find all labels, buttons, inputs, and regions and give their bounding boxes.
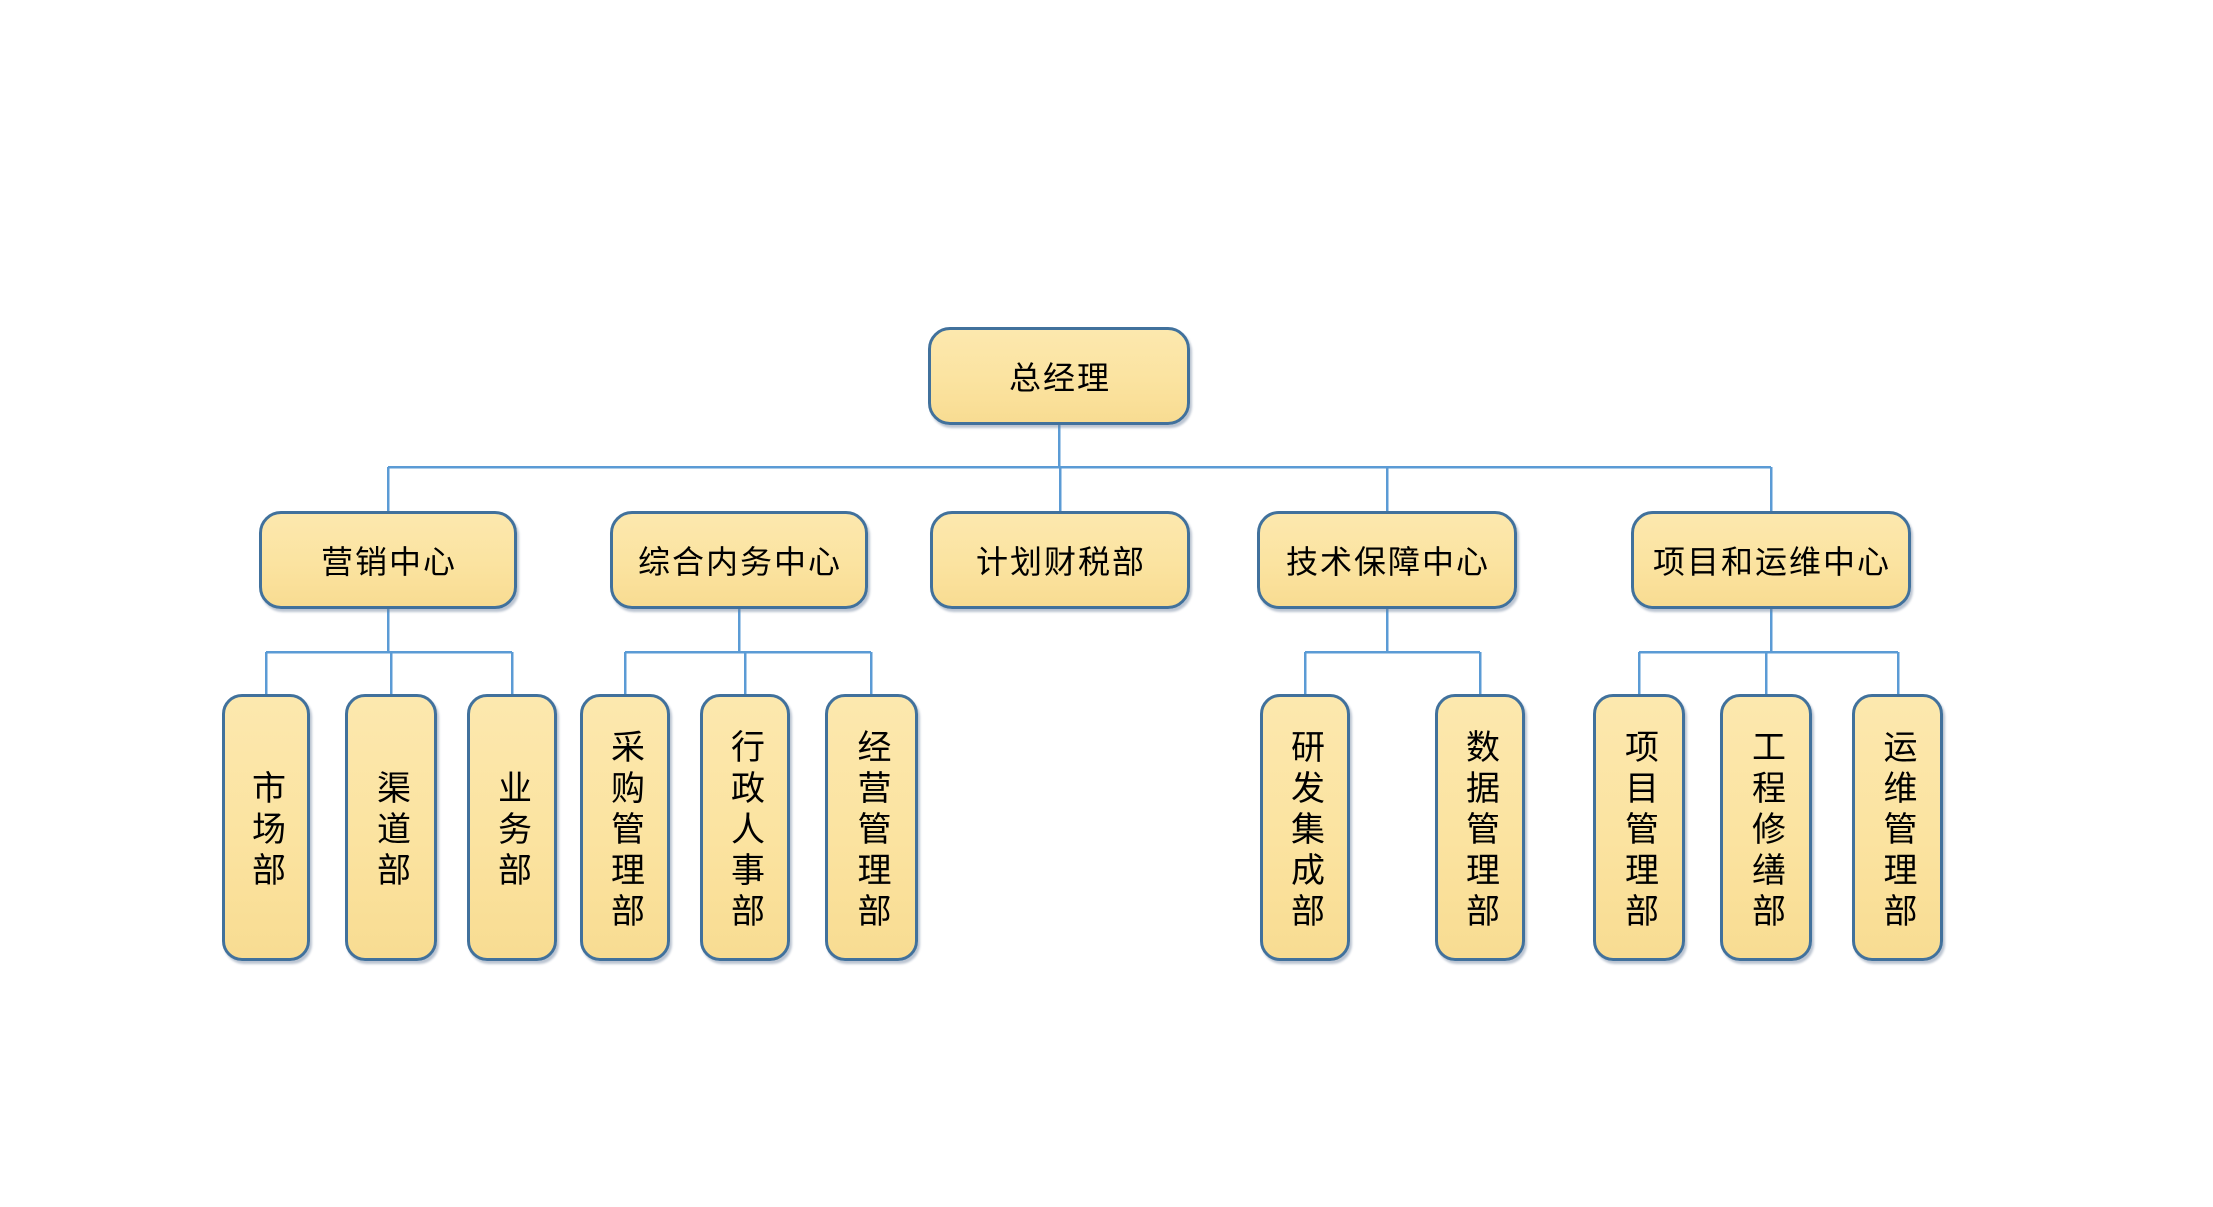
org-node-market-dept-label: 市场部 — [245, 769, 286, 893]
org-node-operations-mgmt-dept-label: 经营管理部 — [851, 728, 891, 934]
org-node-admin-hr-dept-label: 行政人事部 — [724, 728, 765, 934]
org-node-general-manager-label: 总经理 — [1008, 359, 1111, 397]
org-node-technical-support-center: 技术保障中心 — [1257, 511, 1517, 609]
org-node-marketing-center-label: 营销中心 — [320, 543, 457, 581]
org-node-market-dept: 市场部 — [222, 694, 310, 961]
org-node-project-mgmt-dept-label: 项目管理部 — [1618, 728, 1659, 934]
org-node-procurement-mgmt-dept: 采购管理部 — [580, 694, 670, 961]
org-node-business-dept: 业务部 — [467, 694, 557, 961]
org-node-planning-finance-tax-dept: 计划财税部 — [930, 511, 1190, 609]
org-node-admin-hr-dept: 行政人事部 — [700, 694, 790, 961]
org-node-project-operations-center-label: 项目和运维中心 — [1652, 543, 1891, 581]
org-node-ops-maintenance-mgmt-dept: 运维管理部 — [1852, 694, 1943, 961]
org-node-technical-support-center-label: 技术保障中心 — [1285, 543, 1490, 581]
org-node-channel-dept: 渠道部 — [345, 694, 437, 961]
org-node-data-mgmt-dept-label: 数据管理部 — [1459, 728, 1500, 934]
org-node-engineering-repair-dept-label: 工程修缮部 — [1745, 728, 1786, 934]
org-node-general-affairs-center: 综合内务中心 — [610, 511, 868, 609]
org-node-general-affairs-center-label: 综合内务中心 — [637, 543, 842, 581]
org-node-project-mgmt-dept: 项目管理部 — [1593, 694, 1685, 961]
org-node-operations-mgmt-dept: 经营管理部 — [825, 694, 918, 961]
org-node-project-operations-center: 项目和运维中心 — [1631, 511, 1911, 609]
org-node-engineering-repair-dept: 工程修缮部 — [1720, 694, 1812, 961]
org-node-planning-finance-tax-dept-label: 计划财税部 — [975, 543, 1146, 581]
org-node-ops-maintenance-mgmt-dept-label: 运维管理部 — [1877, 728, 1917, 934]
org-node-rd-integration-dept-label: 研发集成部 — [1284, 728, 1325, 934]
org-node-marketing-center: 营销中心 — [259, 511, 517, 609]
org-node-procurement-mgmt-dept-label: 采购管理部 — [604, 728, 645, 934]
org-node-business-dept-label: 业务部 — [491, 769, 532, 893]
org-node-channel-dept-label: 渠道部 — [370, 769, 411, 893]
org-node-general-manager: 总经理 — [928, 327, 1190, 425]
org-node-data-mgmt-dept: 数据管理部 — [1435, 694, 1525, 961]
org-node-rd-integration-dept: 研发集成部 — [1260, 694, 1350, 961]
